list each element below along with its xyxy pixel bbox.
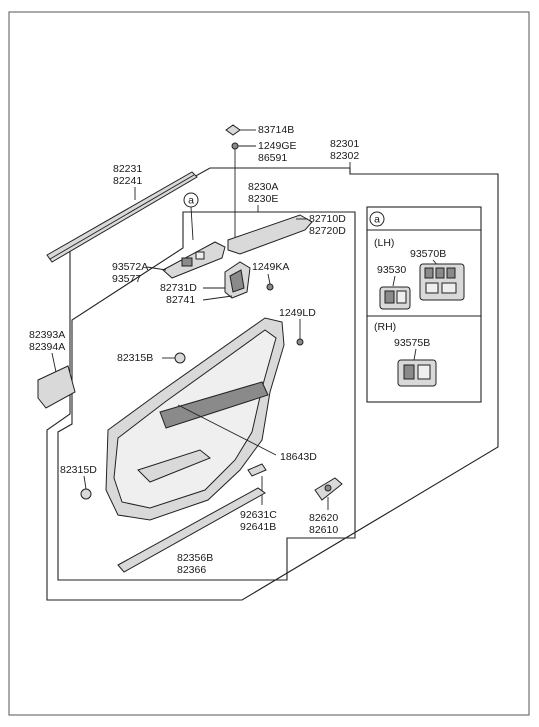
label-93577: 93577: [112, 273, 141, 285]
detail-box-frame: [366, 206, 482, 403]
label-82394A: 82394A: [29, 341, 65, 353]
label-92641B: 92641B: [240, 521, 276, 533]
inside-handle-82731D-image: [224, 261, 251, 299]
label-8230E: 8230E: [248, 193, 278, 205]
detail-box-a: a (LH) 93570B 93530 (RH) 93575B: [366, 206, 482, 403]
label-82710D: 82710D: [309, 213, 346, 225]
label-82610: 82610: [309, 524, 338, 536]
rh-window-switch-image: [397, 359, 437, 387]
lh-window-switch-image: [379, 263, 465, 310]
clip-82315D-image: [80, 488, 92, 500]
label-1249LD: 1249LD: [279, 307, 316, 319]
pad-82393A-image: [37, 365, 76, 409]
label-82366: 82366: [177, 564, 206, 576]
lower-garnish-82356B-image: [117, 487, 266, 573]
label-82393A: 82393A: [29, 329, 65, 341]
label-86591: 86591: [258, 152, 287, 164]
label-82301: 82301: [330, 138, 359, 150]
detail-callout-label: a: [374, 214, 380, 226]
door-trim-panel-image: [105, 317, 285, 521]
label-82302: 82302: [330, 150, 359, 162]
switch-bezel-93572A-image: [162, 241, 226, 279]
clip-83714B-image: [225, 124, 241, 136]
main-callout-label: a: [188, 195, 194, 207]
label-83714B: 83714B: [258, 124, 294, 136]
label-82315B: 82315B: [117, 352, 153, 364]
screw-1249LD-image: [296, 338, 304, 346]
label-8230A: 8230A: [248, 181, 278, 193]
weatherstrip-82231-image: [46, 171, 198, 263]
trim-strip-92631C-image: [247, 463, 267, 477]
label-82241: 82241: [113, 175, 142, 187]
label-1249KA: 1249KA: [252, 261, 289, 273]
handle-82620-image: [314, 477, 343, 501]
label-93570B: 93570B: [410, 248, 446, 260]
label-93572A: 93572A: [112, 261, 148, 273]
detail-callout-circle: [369, 211, 385, 227]
clip-82315B-image: [174, 352, 186, 364]
label-82741: 82741: [166, 294, 195, 306]
label-93530: 93530: [377, 264, 406, 276]
label-82356B: 82356B: [177, 552, 213, 564]
rh-label: (RH): [374, 321, 396, 333]
label-92631C: 92631C: [240, 509, 277, 521]
label-82231: 82231: [113, 163, 142, 175]
screw-1249GE-image: [231, 142, 239, 150]
inner-panel-frame: [57, 211, 356, 581]
screw-1249KA-image: [266, 283, 274, 291]
label-93575B: 93575B: [394, 337, 430, 349]
page-border: [8, 11, 530, 716]
label-82731D: 82731D: [160, 282, 197, 294]
label-18643D: 18643D: [280, 451, 317, 463]
label-82620: 82620: [309, 512, 338, 524]
label-82720D: 82720D: [309, 225, 346, 237]
label-82315D: 82315D: [60, 464, 97, 476]
armrest-trim-82710D-image: [227, 214, 313, 255]
lh-label: (LH): [374, 237, 394, 249]
label-1249GE: 1249GE: [258, 140, 297, 152]
